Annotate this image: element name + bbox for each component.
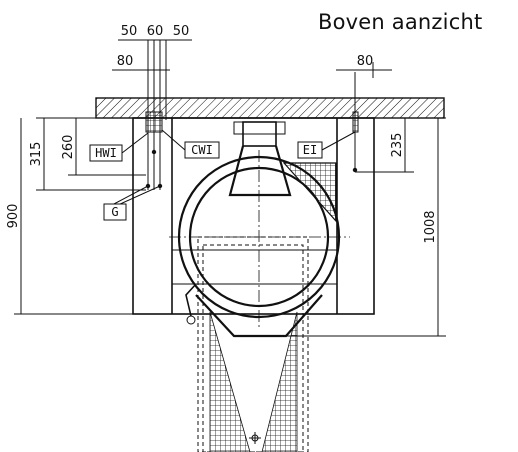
svg-text:G: G [111, 205, 118, 219]
discharge-zone [197, 236, 309, 452]
connections-right [352, 72, 359, 173]
top-chute [228, 121, 292, 197]
svg-text:CWI: CWI [191, 143, 213, 157]
view-title: Boven aanzicht [318, 10, 483, 34]
machine-frame [132, 117, 375, 315]
svg-text:EI: EI [303, 143, 317, 157]
grid-panel [282, 162, 337, 223]
label-leaders [111, 129, 356, 206]
label-ei: EI [297, 141, 323, 159]
dim-900: 900 [6, 204, 21, 229]
connections-left [145, 40, 167, 190]
dim-260: 260 [61, 135, 76, 160]
dim-80-left: 80 [117, 54, 134, 69]
dim-50-right: 50 [173, 24, 190, 39]
dimension-lines [14, 39, 446, 337]
dim-60: 60 [147, 24, 164, 39]
dim-315: 315 [29, 142, 44, 167]
bucket [185, 283, 323, 338]
dim-1008: 1008 [423, 210, 438, 243]
dim-235: 235 [390, 133, 405, 158]
svg-text:HWI: HWI [95, 146, 117, 160]
label-g: G [103, 203, 127, 221]
label-cwi: CWI [184, 141, 220, 159]
dim-50-left: 50 [121, 24, 138, 39]
label-hwi: HWI [89, 144, 123, 162]
dim-80-right: 80 [357, 54, 374, 69]
